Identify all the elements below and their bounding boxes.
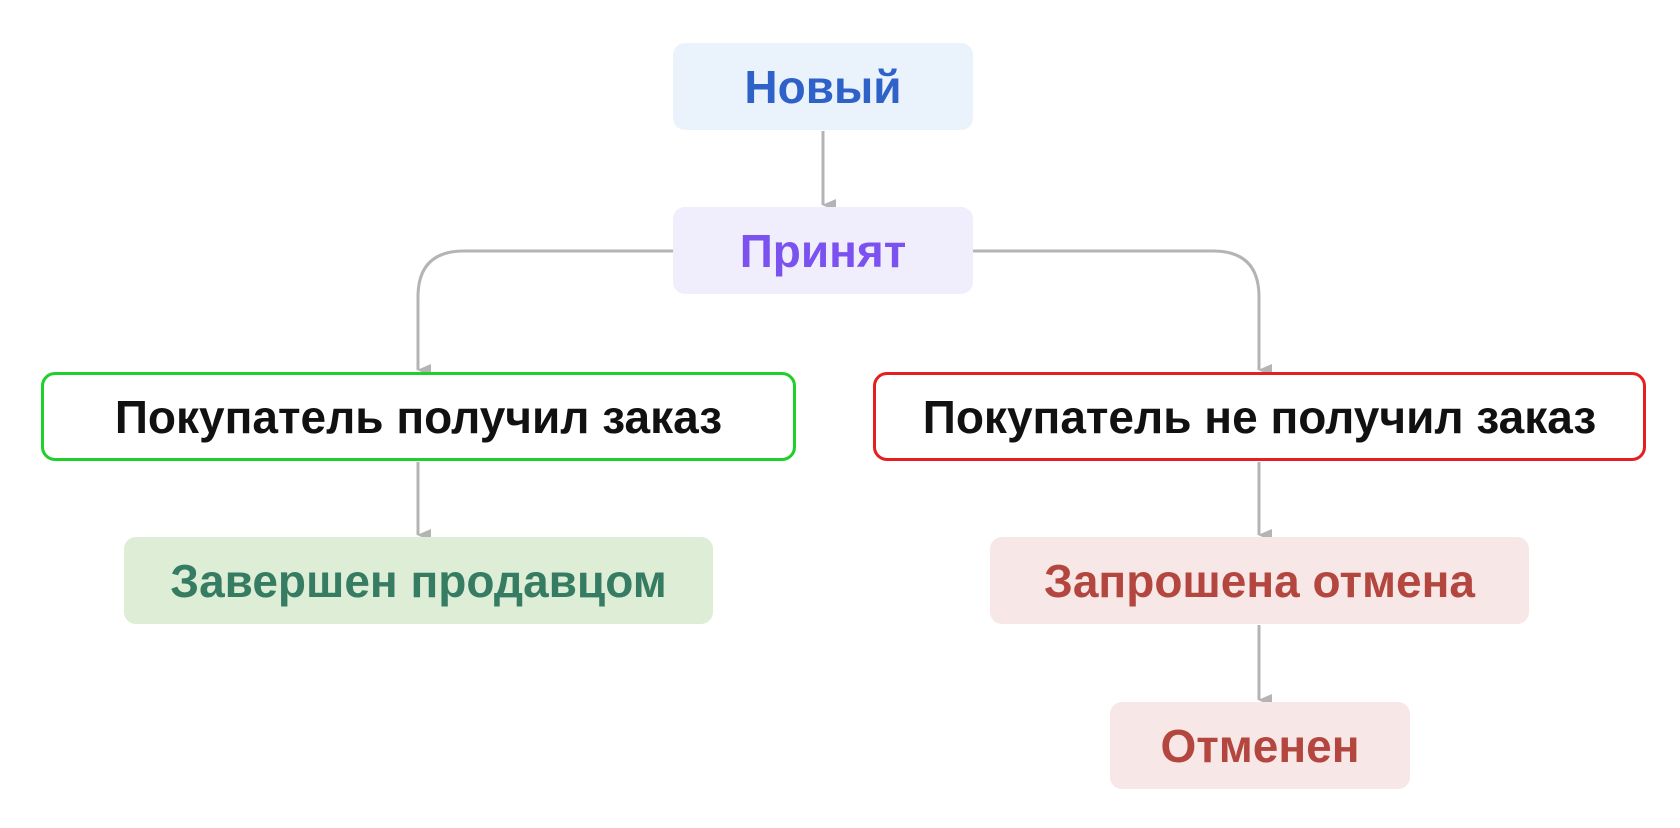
node-accepted-label: Принят: [739, 224, 907, 277]
node-buyer-not-received-order-label: Покупатель не получил заказ: [922, 390, 1597, 443]
node-new: Новый: [673, 43, 973, 130]
node-cancelled-label: Отменен: [1160, 719, 1360, 772]
node-buyer-received-order: Покупатель получил заказ: [41, 372, 796, 461]
node-buyer-not-received-order: Покупатель не получил заказ: [873, 372, 1646, 461]
node-new-label: Новый: [744, 60, 902, 113]
node-buyer-received-order-label: Покупатель получил заказ: [114, 390, 723, 443]
node-cancellation-requested: Запрошена отмена: [990, 537, 1529, 624]
edge-accepted-to-not-received: [973, 249, 1272, 376]
node-cancelled: Отменен: [1110, 702, 1410, 789]
node-completed-by-seller: Завершен продавцом: [124, 537, 713, 624]
edge-accepted-to-received: [416, 249, 673, 376]
node-cancellation-requested-label: Запрошена отмена: [1044, 554, 1475, 607]
node-completed-by-seller-label: Завершен продавцом: [170, 554, 667, 607]
node-accepted: Принят: [673, 207, 973, 294]
